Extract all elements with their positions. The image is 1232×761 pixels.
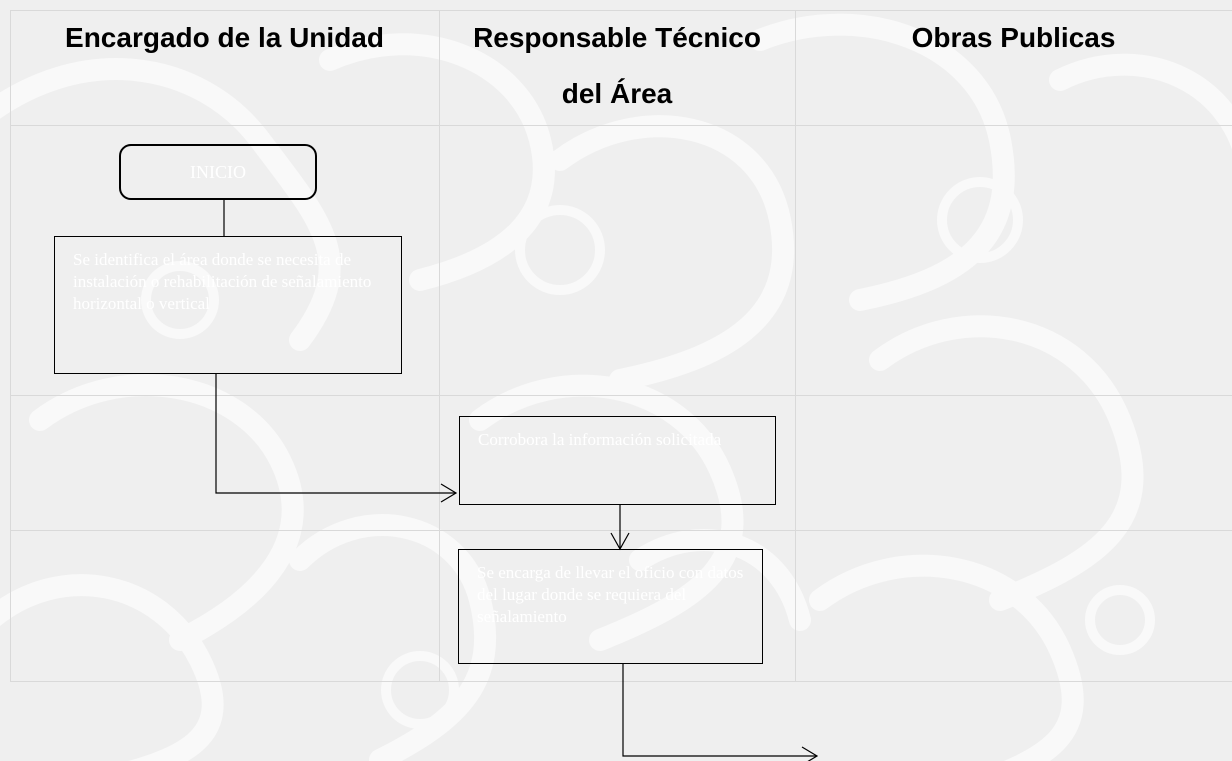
grid-row-line-1 bbox=[10, 395, 1232, 396]
grid-left-line bbox=[10, 10, 11, 682]
step-identify-area: Se identifica el área donde se necesita … bbox=[54, 236, 402, 374]
grid-header-line bbox=[10, 125, 1232, 126]
step-verify-information: Corrobora la información solicitada bbox=[459, 416, 776, 505]
start-terminator: INICIO bbox=[119, 144, 317, 200]
grid-row-line-2 bbox=[10, 530, 1232, 531]
step-identify-area-text: Se identifica el área donde se necesita … bbox=[73, 250, 372, 313]
lane-header-obras-label: Obras Publicas bbox=[911, 22, 1116, 53]
grid-lane-divider-1 bbox=[439, 10, 440, 682]
start-label: INICIO bbox=[190, 162, 246, 182]
grid-bottom-line bbox=[10, 681, 1232, 682]
step-deliver-document-text: Se encarga de llevar el oficio con datos… bbox=[477, 563, 744, 626]
step-verify-information-text: Corrobora la información solicitada bbox=[478, 430, 722, 449]
step-deliver-document: Se encarga de llevar el oficio con datos… bbox=[458, 549, 763, 664]
lane-header-encargado-label: Encargado de la Unidad bbox=[65, 22, 384, 53]
lane-header-responsable-line2: del Área bbox=[561, 78, 673, 109]
lane-header-responsable-line1: Responsable Técnico bbox=[473, 22, 761, 53]
grid-lane-divider-2 bbox=[795, 10, 796, 682]
lane-header-encargado: Encargado de la Unidad bbox=[10, 10, 439, 125]
lane-header-responsable: Responsable Técnico del Área bbox=[439, 10, 795, 125]
grid-top-line bbox=[10, 10, 1232, 11]
lane-header-obras: Obras Publicas bbox=[795, 10, 1232, 125]
